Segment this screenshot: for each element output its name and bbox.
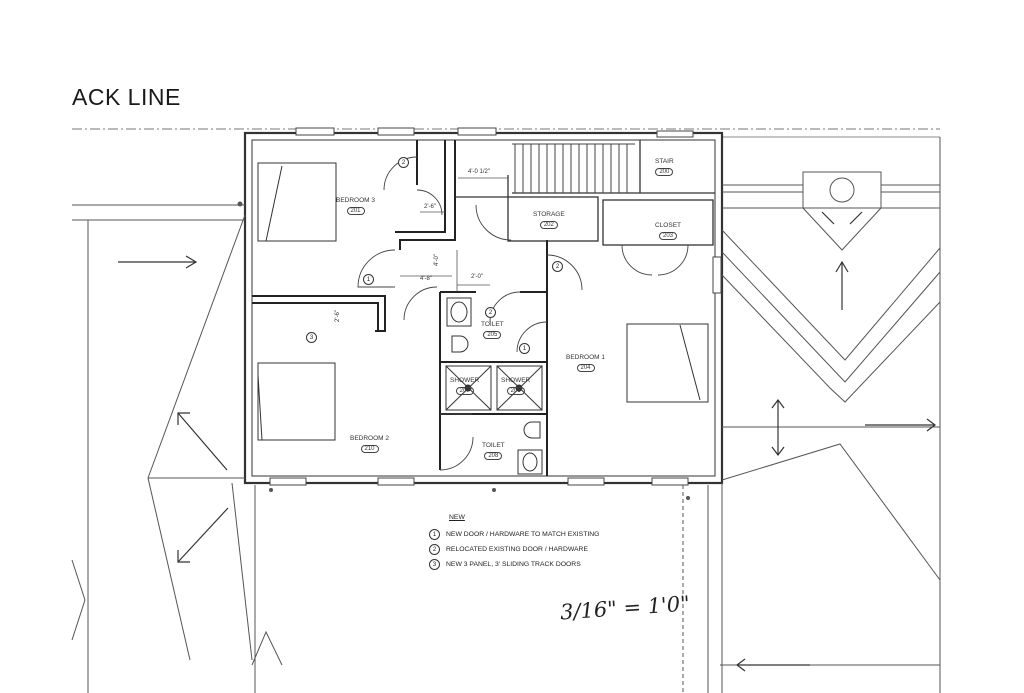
room-number: 206 (506, 386, 525, 395)
dimension-stair-width: 4'-0 1/2" (468, 169, 490, 175)
room-label-shower-206: SHOWER 206 (501, 377, 531, 395)
legend-key: 3 (429, 559, 440, 570)
dimension-door-gap: 2'-0" (471, 274, 483, 280)
room-name: BEDROOM 1 (566, 354, 606, 361)
legend-item: 2 RELOCATED EXISTING DOOR / HARDWARE (429, 542, 599, 557)
room-label-toilet-208: TOILET 208 (482, 442, 505, 460)
door-tag: 1 (519, 343, 530, 354)
room-number: 205 (483, 330, 502, 339)
dimension-hall-width: 4'-8" (420, 276, 432, 282)
dimension-slider-depth: 2'-6" (334, 310, 341, 322)
room-name: BEDROOM 3 (336, 197, 376, 204)
door-tag: 3 (306, 332, 317, 343)
room-number: 210 (360, 444, 379, 453)
room-number: 207 (455, 386, 474, 395)
room-number: 203 (659, 231, 678, 240)
room-label-bedroom2: BEDROOM 2 210 (350, 435, 390, 453)
stair-treads (512, 143, 635, 193)
bed-bedroom2 (257, 362, 336, 441)
door-tag: 2 (485, 307, 496, 318)
dimension-hall-depth: 4'-0" (433, 254, 440, 266)
room-number: 208 (484, 451, 503, 460)
legend-text: RELOCATED EXISTING DOOR / HARDWARE (446, 546, 588, 553)
door-tag: 2 (398, 157, 409, 168)
legend-text: NEW 3 PANEL, 3' SLIDING TRACK DOORS (446, 561, 581, 568)
room-name: TOILET (482, 442, 505, 449)
room-label-toilet-205: TOILET 205 (481, 321, 504, 339)
legend-header: NEW (449, 514, 465, 521)
bed-bedroom1 (626, 323, 709, 403)
room-label-bedroom3: BEDROOM 3 201 (336, 197, 376, 215)
back-line-label: ACK LINE (72, 84, 181, 110)
room-name: SHOWER (450, 377, 480, 384)
room-name: STAIR (655, 158, 674, 165)
legend-text: NEW DOOR / HARDWARE TO MATCH EXISTING (446, 531, 600, 538)
room-number: 204 (576, 363, 595, 372)
legend-key: 1 (429, 529, 440, 540)
legend-item: 1 NEW DOOR / HARDWARE TO MATCH EXISTING (429, 527, 599, 542)
door-tag: 1 (363, 274, 374, 285)
room-name: CLOSET (655, 222, 682, 229)
bed-bedroom3 (257, 162, 337, 242)
door-tag: 2 (552, 261, 563, 272)
room-label-stair: STAIR 200 (655, 158, 674, 176)
room-name: BEDROOM 2 (350, 435, 390, 442)
room-label-closet: CLOSET 203 (655, 222, 682, 240)
room-name: TOILET (481, 321, 504, 328)
room-name: STORAGE (533, 211, 565, 218)
room-number: 202 (539, 220, 558, 229)
room-label-bedroom1: BEDROOM 1 204 (566, 354, 606, 372)
room-number: 201 (346, 206, 365, 215)
room-name: SHOWER (501, 377, 531, 384)
dimension-closet-depth: 2'-6" (424, 204, 436, 210)
room-number: 200 (655, 167, 674, 176)
legend-key: 2 (429, 544, 440, 555)
room-label-shower-207: SHOWER 207 (450, 377, 480, 395)
legend-item: 3 NEW 3 PANEL, 3' SLIDING TRACK DOORS (429, 557, 599, 572)
room-label-storage: STORAGE 202 (533, 211, 565, 229)
door-legend: NEW 1 NEW DOOR / HARDWARE TO MATCH EXIST… (429, 514, 599, 572)
